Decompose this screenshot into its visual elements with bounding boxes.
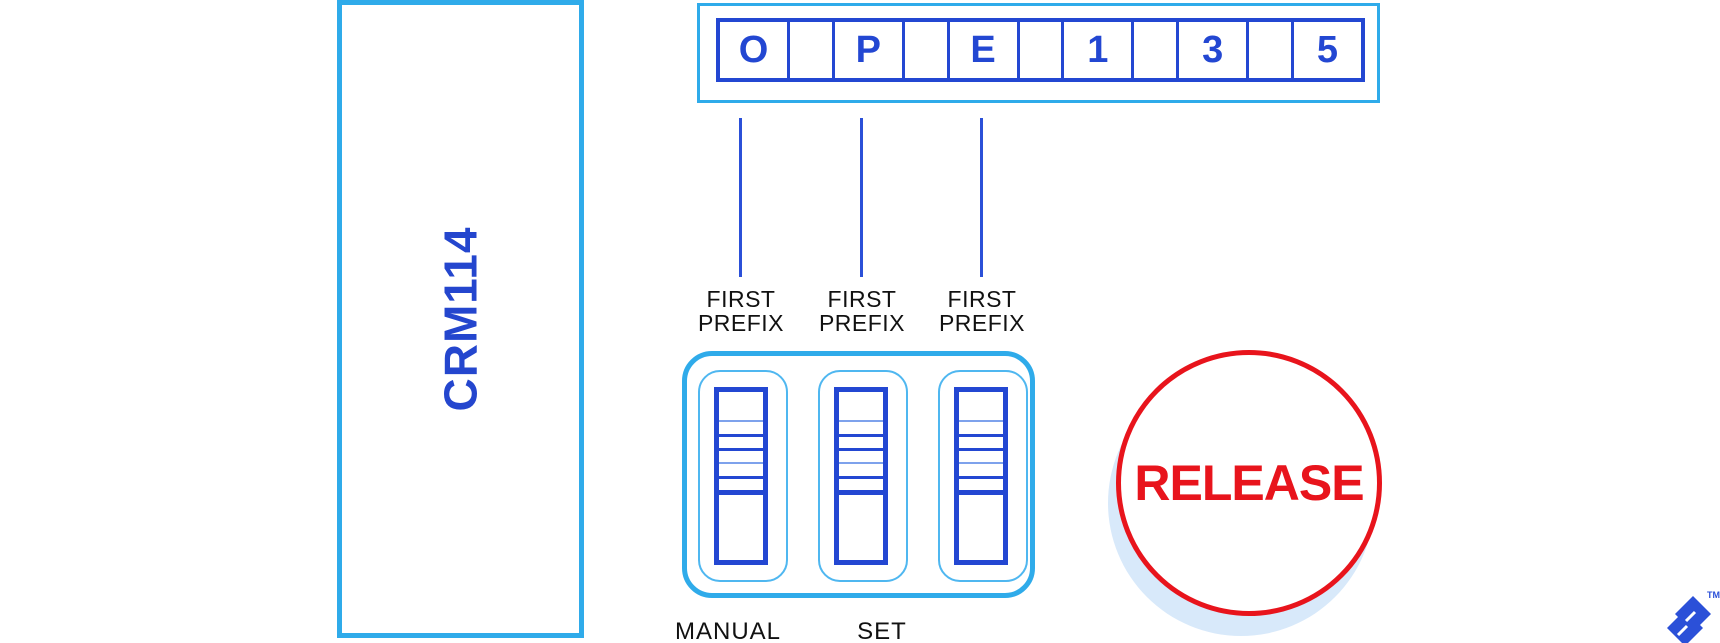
slider-panel [682, 351, 1035, 598]
code-cell [905, 22, 950, 78]
code-cell [790, 22, 835, 78]
first-prefix-label: FIRST PREFIX [902, 287, 1062, 335]
connector-line [980, 118, 983, 277]
code-cell: P [835, 22, 905, 78]
wheel-ridge [839, 490, 883, 495]
connector-line [739, 118, 742, 277]
wheel-ridge [719, 490, 763, 495]
wheel-ridge [959, 476, 1003, 479]
thumbwheel-slider-2[interactable] [834, 387, 888, 565]
wheel-ridge [839, 476, 883, 479]
thumbwheel-slider-3[interactable] [954, 387, 1008, 565]
code-cell: 1 [1064, 22, 1135, 78]
wheel-ridge [959, 434, 1003, 437]
thumbwheel-slider-1[interactable] [714, 387, 768, 565]
release-button-label: RELEASE [1134, 455, 1364, 511]
trademark-symbol: TM [1707, 590, 1720, 600]
code-cell [1249, 22, 1294, 78]
wheel-ridge [719, 476, 763, 479]
code-cell [1020, 22, 1065, 78]
release-button[interactable]: RELEASE [1116, 350, 1382, 616]
wheel-ridge [959, 490, 1003, 495]
slider-well [818, 370, 908, 582]
manual-label: MANUAL [674, 618, 782, 643]
wheel-ridge [719, 434, 763, 437]
wheel-ridge [959, 448, 1003, 451]
crm114-label: CRM114 [434, 226, 487, 412]
connector-line [860, 118, 863, 277]
code-cell: E [950, 22, 1020, 78]
code-cell: O [720, 22, 791, 78]
first-prefix-label: FIRST PREFIX [782, 287, 942, 335]
wheel-ridge [719, 448, 763, 451]
wheel-ridge [959, 462, 1003, 464]
first-prefix-line2: PREFIX [697, 310, 785, 336]
wheel-ridge [719, 462, 763, 464]
slider-well [938, 370, 1028, 582]
first-prefix-line2: PREFIX [818, 310, 906, 336]
first-prefix-line1: FIRST [947, 286, 1017, 312]
slider-well [698, 370, 788, 582]
wheel-ridge [959, 420, 1003, 422]
toptal-logo-icon [1667, 596, 1711, 643]
crm114-cabinet: CRM114 [337, 0, 584, 638]
first-prefix-label: FIRST PREFIX [661, 287, 821, 335]
wheel-ridge [839, 434, 883, 437]
wheel-ridge [719, 420, 763, 422]
wheel-ridge [839, 448, 883, 451]
wheel-ridge [839, 462, 883, 464]
wheel-ridge [839, 420, 883, 422]
code-cell: 3 [1179, 22, 1250, 78]
first-prefix-line2: PREFIX [938, 310, 1026, 336]
set-label: SET [857, 618, 907, 643]
code-cell: 5 [1316, 28, 1338, 71]
code-cell [1134, 22, 1180, 78]
first-prefix-line1: FIRST [706, 286, 776, 312]
first-prefix-line1: FIRST [827, 286, 897, 312]
code-display-strip: O P E 1 3 5 [716, 18, 1365, 82]
